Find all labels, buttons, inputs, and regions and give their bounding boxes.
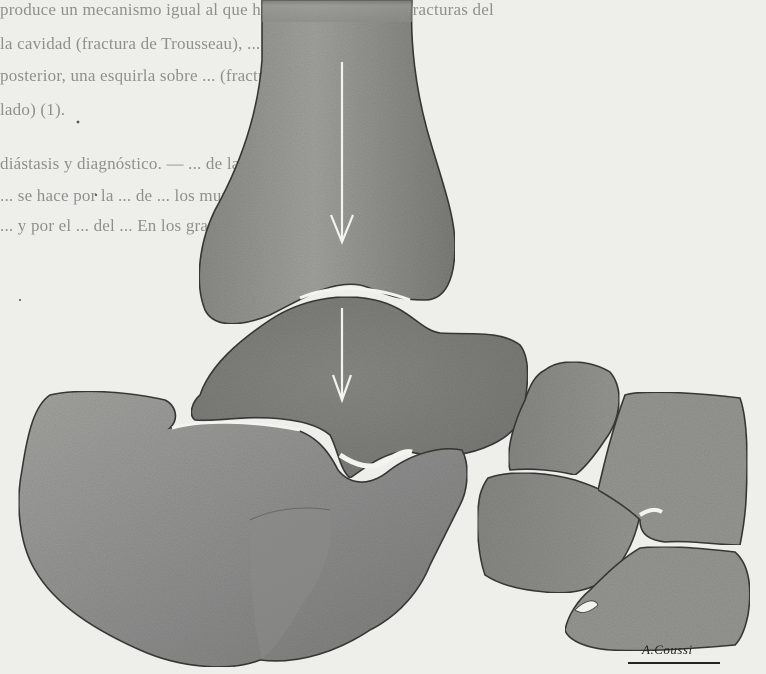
artist-signature: A.Coussi: [642, 642, 693, 658]
signature-underline: [628, 662, 720, 664]
tibia-bone: [199, 0, 455, 324]
